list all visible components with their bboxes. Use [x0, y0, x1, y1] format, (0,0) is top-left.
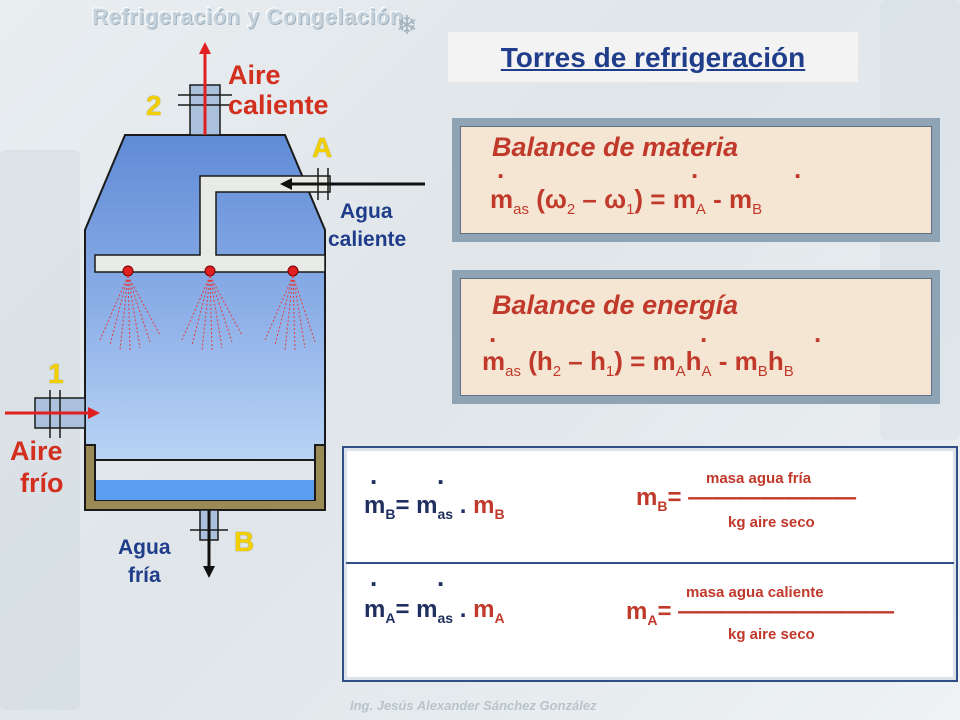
balance-energia-heading: Balance de energía [492, 290, 739, 320]
label-point-B: B [234, 526, 255, 557]
spray-nozzle [204, 265, 216, 277]
balance-materia-heading: Balance de materia [492, 132, 739, 162]
balance-materia-box [452, 118, 940, 242]
snowflake-icon: ❄ [396, 10, 418, 40]
background-fridge-left [0, 150, 80, 710]
fraction-B-denominator: kg aire seco [728, 514, 815, 531]
label-aire-frio-2: frío [20, 468, 64, 498]
page-title: Torres de refrigeración [448, 32, 858, 82]
definitions-box [342, 446, 958, 682]
water-spray [99, 275, 316, 351]
definition-mB: mB= mas . mB [364, 492, 505, 522]
dot-mark: . [370, 460, 378, 490]
spray-nozzle [287, 265, 299, 277]
spray-nozzle [122, 265, 134, 277]
label-aire-caliente-1: Aire [228, 60, 281, 90]
dot-mark: . [489, 318, 497, 348]
dot-mark: . [497, 154, 505, 184]
cooling-tower-diagram [5, 42, 425, 578]
footer-author: Ing. Jesús Alexander Sánchez González [350, 698, 597, 713]
sump-basin [84, 444, 326, 511]
balance-energia-box [452, 270, 940, 404]
label-agua-fria-2: fría [128, 564, 161, 587]
label-agua-caliente-2: caliente [328, 228, 407, 251]
dot-mark: . [700, 318, 708, 348]
label-point-A: A [312, 132, 333, 163]
dot-mark: . [370, 562, 378, 592]
label-point-1: 1 [48, 358, 64, 389]
water-distribution-pipe [94, 175, 331, 273]
definitions-separator [346, 562, 954, 564]
label-aire-frio-1: Aire [10, 436, 63, 466]
dot-mark: . [437, 460, 445, 490]
balance-energia-equation: mas (h2 – h1) = mAhA - mBhB [482, 346, 794, 381]
label-point-2: 2 [146, 90, 162, 121]
label-aire-caliente-2: caliente [228, 90, 329, 120]
header-brand: Refrigeración y Congelación [92, 4, 404, 29]
dot-mark: . [814, 318, 822, 348]
definition-mA: mA= mas . mA [364, 596, 505, 626]
sump-water [96, 480, 314, 500]
dot-mark: . [691, 154, 699, 184]
label-agua-fria-1: Agua [118, 536, 171, 559]
fraction-A-numerator: masa agua caliente [686, 584, 824, 601]
balance-materia-equation: mas (ω2 – ω1) = mA - mB [490, 184, 763, 219]
fraction-A-expression: mA= ————————— [626, 598, 895, 628]
label-agua-caliente-1: Agua [340, 200, 393, 223]
fraction-A-denominator: kg aire seco [728, 626, 815, 643]
fraction-B-expression: mB= ——————— [636, 484, 857, 514]
fraction-B-numerator: masa agua fría [706, 470, 812, 487]
dot-mark: . [437, 562, 445, 592]
dot-mark: . [794, 154, 802, 184]
